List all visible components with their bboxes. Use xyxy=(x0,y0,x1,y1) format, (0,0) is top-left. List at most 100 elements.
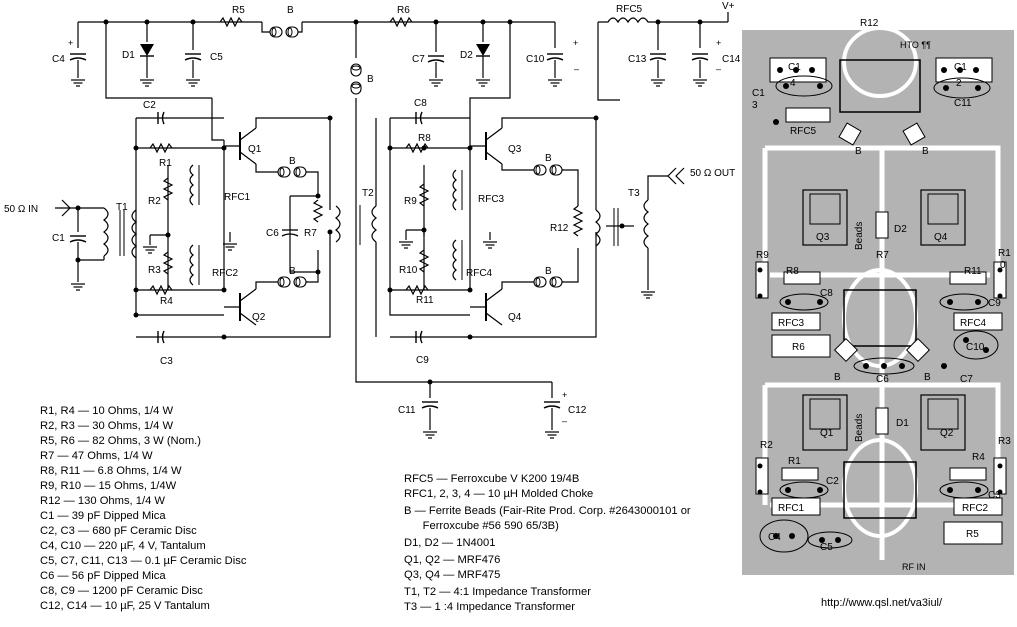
pcb-label-c14-b: 4 xyxy=(790,78,796,89)
label-rfc1: RFC1 xyxy=(224,192,251,203)
label-r5: R5 xyxy=(232,5,245,16)
pcb-layout: R12 HTO ¶¶ C1 4 C1 2 C1 3 C11 RFC5 B B Q… xyxy=(742,18,1014,575)
pcb-label-c13-a: C1 xyxy=(752,88,765,99)
pcb-label-r10-b: 0 xyxy=(1000,260,1006,271)
pcb-label-q2: Q2 xyxy=(940,428,954,439)
label-c10: C10 xyxy=(526,54,545,65)
pcb-label-c12-b: 2 xyxy=(956,78,962,89)
parts-list-item: C2, C3 — 680 pF Ceramic Disc xyxy=(40,525,197,537)
polarity-plus-c4: + xyxy=(68,38,73,48)
label-r12: R12 xyxy=(550,223,569,234)
polarity-minus-c10: – xyxy=(574,64,579,74)
pcb-label-c12-a: C1 xyxy=(954,62,967,73)
pcb-label-c6: C6 xyxy=(876,374,889,385)
pcb-label-c5: C5 xyxy=(820,542,833,553)
label-input: 50 Ω IN xyxy=(4,204,38,215)
pcb-label-r8: R8 xyxy=(786,266,799,277)
pcb-label-c9: C9 xyxy=(988,298,1001,309)
label-r7: R7 xyxy=(304,228,317,239)
label-rfc3: RFC3 xyxy=(478,194,505,205)
pcb-label-rf-in: RF IN xyxy=(902,562,926,572)
schematic: R5 B R6 RFC5 V+ C4 D1 C5 C7 D2 C10 C13 C… xyxy=(4,1,741,439)
parts-list-item: T3 — 1 :4 Impedance Transformer xyxy=(404,601,575,613)
pcb-label-d2: D2 xyxy=(894,224,907,235)
label-rfc5: RFC5 xyxy=(616,4,643,15)
pcb-label-r7: R7 xyxy=(876,250,889,261)
label-r8: R8 xyxy=(418,133,431,144)
parts-list-item: R8, R11 — 6.8 Ohms, 1/4 W xyxy=(40,465,182,477)
polarity-minus-c14: – xyxy=(716,64,721,74)
label-c2: C2 xyxy=(143,100,156,111)
pcb-label-c10: C10 xyxy=(966,342,985,353)
parts-list-item: RFC1, 2, 3, 4 — 10 µH Molded Choke xyxy=(404,488,594,500)
pcb-label-c7: C7 xyxy=(960,374,973,385)
pcb-label-rfc3: RFC3 xyxy=(778,318,805,329)
label-q2: Q2 xyxy=(252,312,266,323)
parts-list-item: C1 — 39 pF Dipped Mica xyxy=(40,510,166,522)
label-bead-q3: B xyxy=(545,153,552,164)
parts-list-item: C12, C14 — 10 µF, 25 V Tantalum xyxy=(40,600,210,612)
parts-list-item: C8, C9 — 1200 pF Ceramic Disc xyxy=(40,585,203,597)
parts-list-item: C6 — 56 pF Dipped Mica xyxy=(40,570,166,582)
label-d2: D2 xyxy=(460,50,473,61)
source-url[interactable]: http://www.qsl.net/va3iul/ xyxy=(821,597,943,609)
label-r4: R4 xyxy=(160,296,173,307)
label-c7: C7 xyxy=(412,54,425,65)
polarity-minus-c12: – xyxy=(562,416,567,426)
pcb-label-rfc1: RFC1 xyxy=(778,503,805,514)
label-q4: Q4 xyxy=(508,312,522,323)
pcb-label-c14-a: C1 xyxy=(788,62,801,73)
label-c3: C3 xyxy=(160,356,173,367)
parts-list-item: C5, C7, C11, C13 — 0.1 µF Ceramic Disc xyxy=(40,555,247,567)
pcb-label-rfc5: RFC5 xyxy=(790,126,817,137)
pcb-label-c2: C2 xyxy=(826,476,839,487)
pcb-label-r12: R12 xyxy=(860,18,879,29)
label-t1: T1 xyxy=(116,202,128,213)
pcb-label-c4: C4 xyxy=(768,532,781,543)
pcb-label-q3: Q3 xyxy=(816,232,830,243)
label-rfc2: RFC2 xyxy=(212,268,239,279)
label-c11: C11 xyxy=(398,405,416,416)
pcb-label-top: HTO ¶¶ xyxy=(900,40,931,50)
pcb-label-d1: D1 xyxy=(896,418,909,429)
pcb-label-r4: R4 xyxy=(972,452,985,463)
parts-list-item: R5, R6 — 82 Ohms, 3 W (Nom.) xyxy=(40,435,202,447)
pcb-label-r6: R6 xyxy=(792,342,805,353)
label-output: 50 Ω OUT xyxy=(690,168,735,179)
parts-list-item: B — Ferrite Beads (Fair-Rite Prod. Corp.… xyxy=(404,505,691,517)
pcb-label-c13-b: 3 xyxy=(752,100,758,111)
pcb-label-bead-1: B xyxy=(855,146,862,157)
label-c5: C5 xyxy=(210,52,223,63)
pcb-label-bead-3: B xyxy=(834,372,841,383)
parts-list-item: R1, R4 — 10 Ohms, 1/4 W xyxy=(40,405,174,417)
label-r3: R3 xyxy=(148,265,161,276)
label-t3: T3 xyxy=(628,188,640,199)
pcb-label-beads-bottom: Beads xyxy=(854,414,865,442)
pcb-label-c3: C3 xyxy=(988,490,1001,501)
label-c8: C8 xyxy=(414,98,427,109)
label-q1: Q1 xyxy=(248,144,262,155)
label-vplus: V+ xyxy=(722,1,735,12)
parts-list-item: R7 — 47 Ohms, 1/4 W xyxy=(40,450,153,462)
label-r2: R2 xyxy=(148,196,161,207)
label-r9: R9 xyxy=(404,196,417,207)
label-r11: R11 xyxy=(416,295,434,306)
label-q3: Q3 xyxy=(508,144,522,155)
pcb-label-r11: R11 xyxy=(964,266,982,277)
label-r6: R6 xyxy=(397,5,410,16)
parts-list-item: Q3, Q4 — MRF475 xyxy=(404,569,501,581)
label-r1: R1 xyxy=(159,158,172,169)
label-c13: C13 xyxy=(628,54,647,65)
pcb-label-bead-2: B xyxy=(922,146,929,157)
pcb-label-bead-4: B xyxy=(924,372,931,383)
polarity-plus-c14: + xyxy=(716,38,721,48)
parts-list-item: R2, R3 — 30 Ohms, 1/4 W xyxy=(40,420,174,432)
parts-list-left: R1, R4 — 10 Ohms, 1/4 W R2, R3 — 30 Ohms,… xyxy=(40,404,370,614)
pcb-label-r9: R9 xyxy=(756,250,769,261)
parts-list-item: C4, C10 — 220 µF, 4 V, Tantalum xyxy=(40,540,206,552)
label-bead-mid: B xyxy=(367,74,374,85)
pcb-label-q1: Q1 xyxy=(820,428,834,439)
polarity-plus-c10: + xyxy=(573,38,578,48)
pcb-label-rfc4: RFC4 xyxy=(960,318,987,329)
